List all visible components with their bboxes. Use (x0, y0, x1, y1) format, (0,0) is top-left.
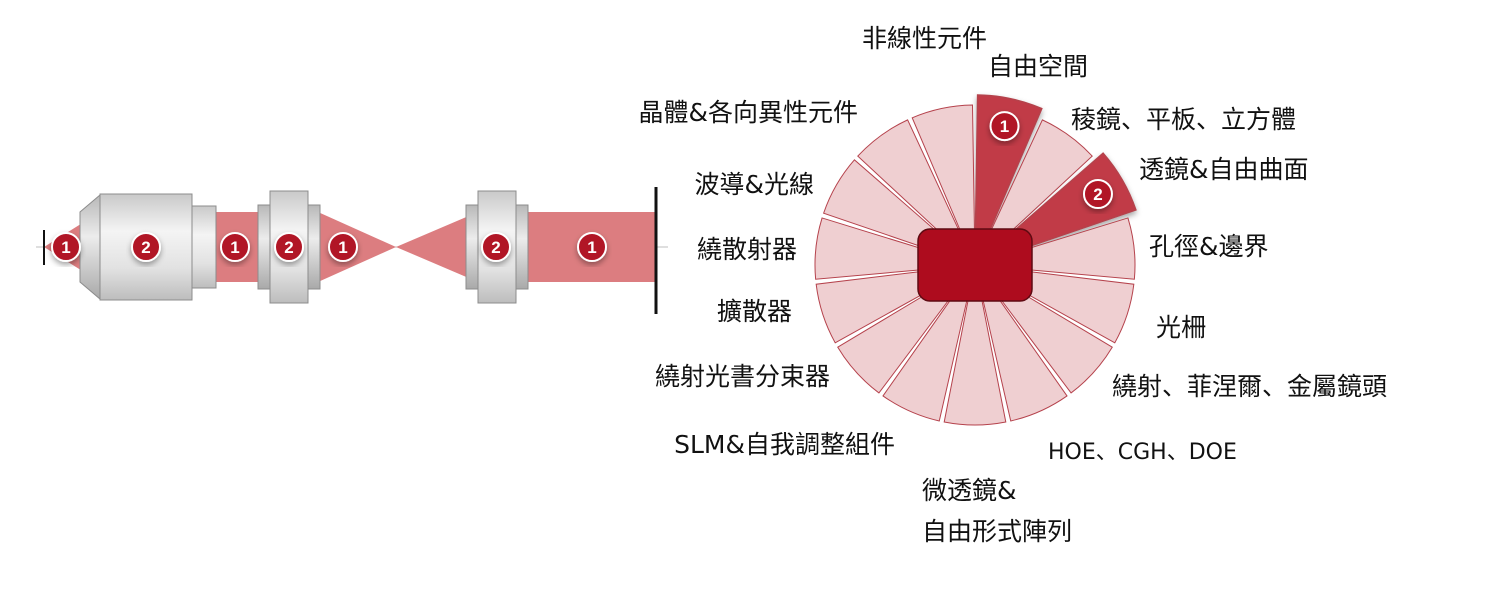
center-block (917, 228, 1033, 302)
path-badge-7-label: 1 (587, 238, 596, 257)
path-badge-5-label: 1 (338, 238, 347, 257)
path-badge-1-label: 1 (61, 238, 70, 257)
wheel-label-8-line2: 自由形式陣列 (922, 517, 1072, 546)
path-badges: 1 2 1 2 1 2 1 (51, 232, 607, 262)
path-badge-3: 1 (220, 232, 250, 262)
path-badge-4: 2 (274, 232, 304, 262)
path-badge-6-label: 2 (491, 238, 500, 257)
wheel-label-3: 透鏡&自由曲面 (1139, 155, 1309, 184)
wheel-label-10: 繞射光書分束器 (655, 362, 830, 391)
wheel-label-12: 繞散射器 (697, 235, 797, 264)
wheel-label-13: 波導&光線 (695, 170, 815, 199)
path-badge-2-label: 2 (141, 238, 150, 257)
wheel-segment-15 (911, 104, 976, 259)
wheel-segment-14 (857, 119, 973, 261)
wheel-badge-2-label: 2 (1093, 185, 1102, 204)
wheel-label-7: HOE、CGH、DOE (1048, 440, 1237, 465)
wheel-segment-2 (977, 119, 1093, 261)
wheel-label-9: SLM&自我調整組件 (674, 430, 895, 459)
beam-focus-diverging (396, 212, 478, 282)
wheel-label-1: 自由空間 (988, 52, 1088, 81)
wheel-label-11: 擴散器 (717, 297, 792, 326)
optical-path: 1 2 1 2 1 2 1 (36, 187, 668, 314)
wheel-segment-7 (976, 270, 1068, 422)
wheel-label-15: 非線性元件 (862, 24, 987, 53)
component-wheel: 1 2 自由空間稜鏡、平板、立方體透鏡&自由曲面孔徑&邊界光柵繞射、菲涅爾、金屬鏡… (639, 24, 1388, 546)
wheel-badge-1-label: 1 (1000, 117, 1009, 136)
wheel-label-4: 孔徑&邊界 (1149, 232, 1269, 261)
wheel-label-14: 晶體&各向異性元件 (639, 98, 859, 127)
wheel-segment-8 (943, 272, 1007, 426)
path-badge-2: 2 (131, 232, 161, 262)
wheel-segment-1 (974, 94, 1043, 259)
wheel-label-8: 微透鏡& (922, 476, 1017, 505)
wheel-label-5: 光柵 (1156, 313, 1206, 342)
path-badge-3-label: 1 (230, 238, 239, 257)
objective-lens (79, 193, 217, 301)
wheel-label-2: 稜鏡、平板、立方體 (1071, 105, 1296, 134)
wheel-badge-1: 1 (989, 111, 1020, 142)
wheel-label-6: 繞射、菲涅爾、金屬鏡頭 (1112, 372, 1387, 401)
wheel-badge-2: 2 (1082, 179, 1113, 209)
path-badge-7: 1 (577, 232, 607, 262)
path-badge-1: 1 (51, 232, 81, 262)
path-badge-4-label: 2 (284, 238, 293, 257)
path-badge-6: 2 (481, 232, 511, 262)
path-badge-5: 1 (328, 232, 358, 262)
wheel-segment-9 (882, 270, 974, 422)
